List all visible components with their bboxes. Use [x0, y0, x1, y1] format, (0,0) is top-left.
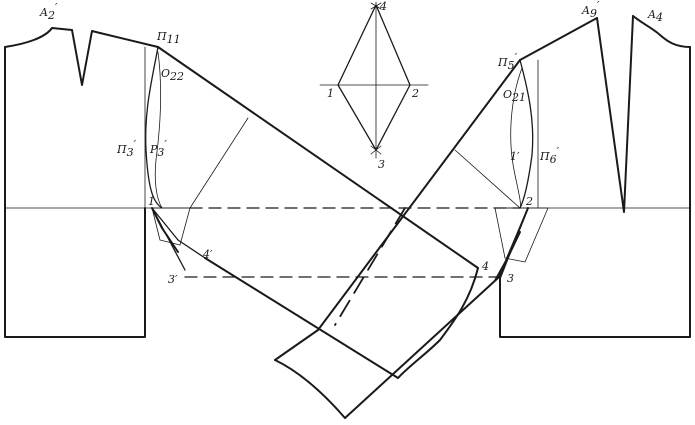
left-shoulder	[99, 32, 159, 48]
label-4-prime: 4′	[202, 248, 213, 261]
rhombus-top-tick	[370, 2, 382, 10]
label-P5-prime: П5′	[497, 51, 518, 72]
label-3: 3	[507, 272, 514, 285]
left-sleeve-cap-lower	[151, 207, 206, 259]
rhombus-label-3: 3	[378, 158, 385, 171]
left-underarm-seam-2	[151, 207, 186, 271]
right-bodice-outline	[499, 46, 691, 338]
label-P11: П11	[156, 30, 181, 46]
right-shoulder	[519, 17, 598, 61]
label-2: 2	[525, 195, 533, 208]
left-armhole-curve-inner	[154, 51, 163, 209]
rhombus-diagram	[319, 1, 429, 159]
rhombus-bottom-tick	[370, 145, 382, 155]
right-sleeve-dashed-centerline	[334, 207, 406, 326]
left-sleeve-bottom-edge	[204, 257, 399, 379]
right-sleeve-hem-left	[274, 329, 319, 361]
left-neckline	[4, 27, 73, 48]
right-armhole-curve	[519, 59, 534, 209]
left-armhole-curve	[145, 46, 163, 209]
label-4: 4	[481, 260, 489, 273]
label-O22: О22	[161, 67, 184, 83]
rhombus-outline	[337, 4, 411, 151]
right-sleeve-cross-guide	[454, 149, 521, 209]
right-dart	[596, 15, 634, 213]
right-neckline	[632, 15, 691, 48]
label-R3-prime: Р3′	[149, 138, 167, 159]
left-dart	[71, 29, 101, 86]
label-A9-prime: A9′	[581, 0, 600, 20]
rhombus-label-2: 2	[411, 87, 419, 100]
label-A2-prime: A2′	[39, 1, 58, 22]
label-1-prime: 1′	[510, 150, 520, 163]
right-sleeve-top-edge	[317, 59, 521, 331]
left-bodice-outline	[4, 46, 146, 338]
right-armhole-curve-inner	[510, 67, 523, 209]
right-sleeve	[274, 59, 521, 419]
label-1: 1	[148, 195, 155, 208]
right-sleeve-hem	[274, 359, 346, 419]
label-3-prime: 3′	[168, 273, 178, 286]
label-A4: A4	[647, 8, 663, 24]
left-sleeve-side-edge	[397, 267, 479, 379]
left-bodice	[4, 27, 163, 338]
right-underarm-seam-2	[494, 207, 529, 281]
left-sleeve-top-edge	[157, 46, 479, 269]
label-O21: О21	[503, 88, 526, 104]
rhombus-label-1: 1	[327, 87, 334, 100]
label-P6-prime: П6′	[539, 145, 560, 166]
label-P3-prime: П3′	[116, 138, 137, 159]
rhombus-label-4: 4	[379, 0, 387, 13]
left-sleeve-cross-guide	[189, 117, 249, 209]
right-bodice	[494, 15, 691, 338]
right-underarm-box	[494, 207, 549, 263]
left-sleeve	[151, 46, 479, 379]
left-sleeve-underarm-box	[151, 207, 191, 246]
labels: A2′ П11 О22 П3′ Р3′ 1 4′ 3′ A9′ A4 П5′ О…	[39, 0, 663, 286]
